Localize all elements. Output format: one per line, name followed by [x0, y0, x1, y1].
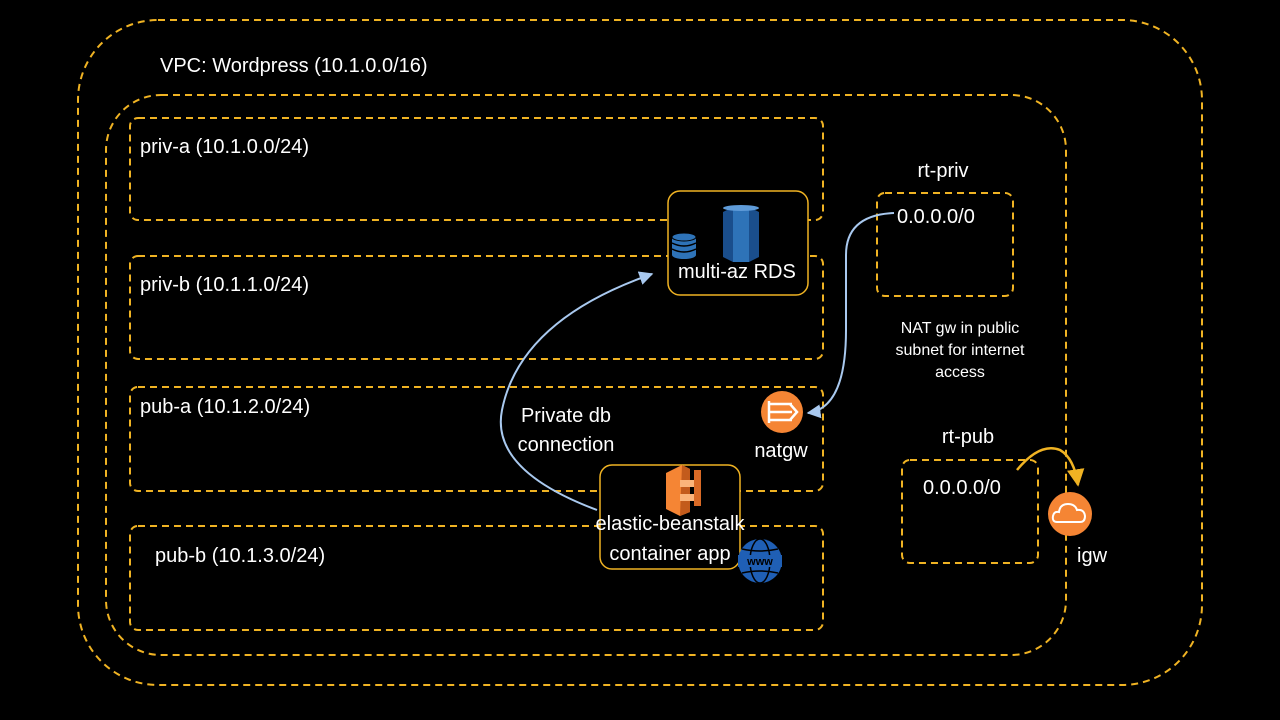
- beanstalk-box: [599, 464, 741, 570]
- nat-note: NAT gw in public subnet for internet acc…: [895, 320, 1025, 381]
- db-connection-label-line2: connection: [517, 434, 615, 456]
- rt-pub-route: 0.0.0.0/0: [923, 477, 1001, 499]
- subnet-pub-a-label: pub-a (10.1.2.0/24): [140, 396, 311, 418]
- www-globe-icon: www: [738, 538, 782, 584]
- database-icon: [671, 232, 697, 259]
- elastic-beanstalk-icon: [666, 465, 701, 516]
- az-boundary: [105, 94, 1067, 656]
- subnet-priv-a-box: [129, 117, 824, 221]
- vpc-label: VPC: Wordpress (10.1.0.0/16): [160, 55, 428, 77]
- rds-label: multi-az RDS: [678, 261, 796, 283]
- nat-gateway-icon: [761, 391, 803, 433]
- subnet-pub-b-label: pub-b (10.1.3.0/24): [155, 545, 326, 567]
- vpc-boundary: [77, 19, 1203, 686]
- igw-label: igw: [1077, 545, 1108, 567]
- beanstalk-label-line1: elastic-beanstalk: [595, 513, 745, 535]
- rt-priv-box: [876, 192, 1014, 297]
- beanstalk-label-line2: container app: [609, 543, 731, 565]
- rt-pub-box: [901, 459, 1039, 564]
- rt-priv-title: rt-priv: [917, 160, 969, 182]
- cloud-icon: [1048, 492, 1092, 536]
- rt-pub-route-arrow: [1016, 447, 1085, 487]
- db-connection-label-line1: Private db: [520, 405, 612, 427]
- subnet-priv-b-label: priv-b (10.1.1.0/24): [140, 274, 309, 296]
- subnet-pub-b-box: [129, 525, 824, 631]
- rt-priv-route: 0.0.0.0/0: [897, 206, 975, 228]
- rt-pub-title: rt-pub: [941, 426, 995, 448]
- rds-icon: [723, 205, 759, 262]
- rt-priv-route-arrow: [806, 212, 895, 419]
- natgw-label: natgw: [754, 440, 808, 462]
- subnet-priv-a-label: priv-a (10.1.0.0/24): [140, 136, 309, 158]
- svg-text:www: www: [746, 556, 773, 568]
- subnet-priv-b-box: [129, 255, 824, 360]
- db-connection-arrow: [499, 271, 654, 511]
- subnet-pub-a-box: [129, 386, 824, 492]
